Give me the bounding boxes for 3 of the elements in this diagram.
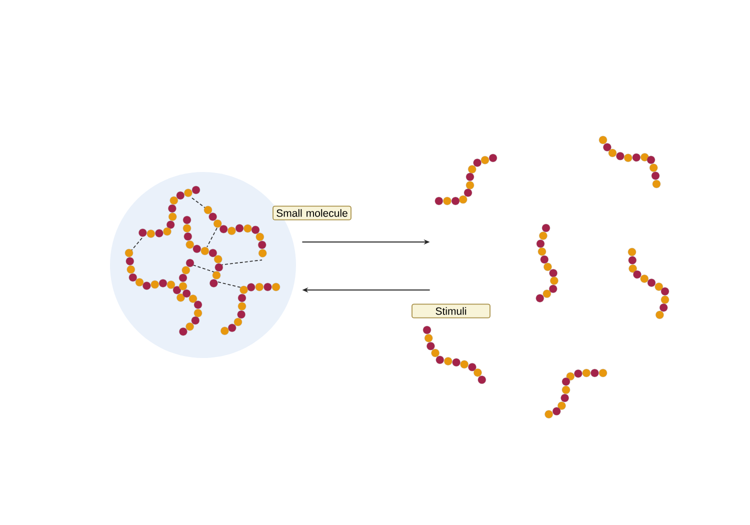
edge-label: Stimuli (412, 304, 490, 318)
edge-label: Small molecule (272, 206, 352, 220)
polymer-chains-drawing (422, 136, 670, 418)
